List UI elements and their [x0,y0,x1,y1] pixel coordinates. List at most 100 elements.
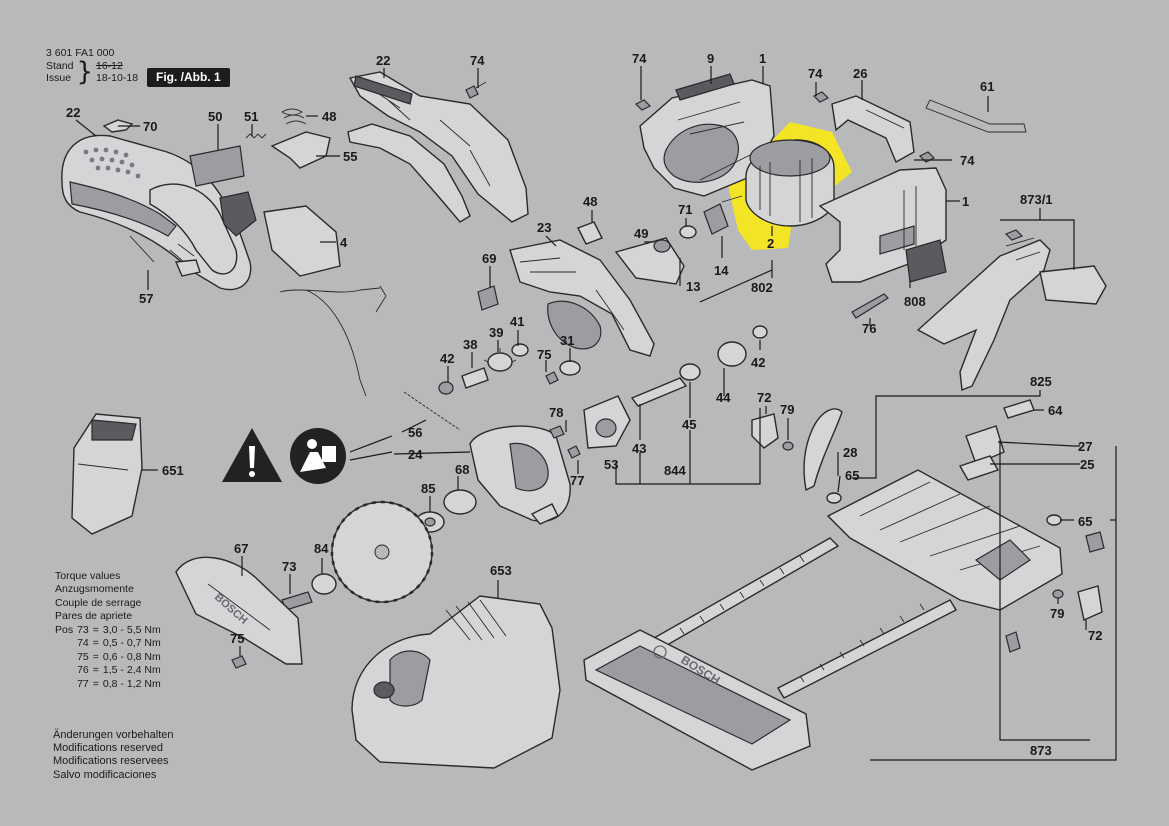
pin-64 [1003,399,1035,419]
pos-number: 77 [77,678,89,690]
washer-65-left [826,492,842,504]
gear-housing [509,239,655,357]
stand-date-old: 16-12 [96,59,123,72]
table-row: Pos 73 = 3,0 - 5,5 Nm [55,624,165,638]
callout: 22 [66,105,80,120]
warning-triangle-icon [222,428,282,482]
callout: 84 [314,541,329,556]
callout: 27 [1078,439,1092,454]
callout: 85 [421,481,435,496]
lever [270,131,331,169]
bushing-48 [577,221,603,245]
callout: 1 [759,51,766,66]
callout: 76 [862,321,876,336]
callout: 75 [230,631,244,646]
charger [351,595,561,769]
pos-number: 76 [77,664,89,677]
torque-value: 0,8 - 1,2 Nm [102,678,161,690]
issue-label: Issue [46,72,72,84]
callout: 802 [751,280,773,295]
battery [71,413,143,535]
ring-68 [443,489,477,515]
screw-base [1005,631,1021,653]
label-808 [905,239,947,283]
switch-cover [189,145,245,187]
torque-line: Anzugsmomente [55,583,134,596]
washer-65-right [1046,514,1062,526]
callout: 651 [162,463,184,478]
motor-housing [639,73,775,197]
bracket-26 [831,95,915,163]
callout: 873/1 [1020,192,1053,207]
callout: 31 [560,333,574,348]
callout: 74 [632,51,647,66]
o-ring-71 [679,225,697,239]
torque-line: Torque values [55,570,121,582]
callout: 14 [714,263,729,278]
callout: 75 [537,347,551,362]
revision-block: Stand Issue } 16-12 18-10-18 [46,59,139,85]
issue-date: 18-10-18 [96,72,139,84]
spring-48 [281,108,307,125]
callout: 42 [440,351,454,366]
washer-79-right [1052,589,1064,599]
stand-label: Stand [46,59,74,72]
pos-number: 73 [77,623,89,636]
callout: 1 [962,194,969,209]
table-row: 74 = 0,5 - 0,7 Nm [55,637,165,651]
torque-value: 3,0 - 5,5 Nm [102,623,161,636]
callout: 9 [707,51,714,66]
plate-49 [614,237,685,285]
drive-gears [438,325,768,407]
pos-label: Pos [55,623,74,636]
plate-25 [958,455,1000,481]
callout: 65 [1078,514,1092,529]
callout: 65 [845,468,859,483]
callout: 77 [570,473,584,488]
pos-number: 74 [77,637,89,650]
callout: 22 [376,53,390,68]
callout: 67 [234,541,248,556]
spring-51 [245,133,267,139]
callout: 64 [1048,403,1063,418]
lower-guard [469,425,571,525]
callout: 44 [716,390,731,405]
callout: 61 [980,79,994,94]
callout: 78 [549,405,563,420]
leader-lines [75,66,1117,761]
torque-line: Pares de apriete [55,610,133,623]
callout: 79 [1050,606,1064,621]
callout: 43 [632,441,646,456]
callout: 25 [1080,457,1094,472]
screw-74-top [465,81,487,99]
callout: 28 [843,445,857,460]
callout: 825 [1030,374,1052,389]
clamp-72-right [1077,585,1103,621]
callout: 653 [490,563,512,578]
callout: 74 [808,66,823,81]
callout: 844 [664,463,686,478]
callout: 73 [282,559,296,574]
callout: 50 [208,109,222,124]
callout: 70 [143,119,157,134]
callout: 45 [682,417,696,432]
callout: 68 [455,462,469,477]
spindle-assembly [549,395,631,459]
upper-housing [347,71,529,223]
callout: 873 [1030,743,1052,758]
callout: 55 [343,149,357,164]
callout: 74 [470,53,485,68]
callout: 38 [463,337,477,352]
handle-housing [61,134,252,291]
callout: 23 [537,220,551,235]
callout: 69 [482,251,496,266]
callout: 49 [634,226,648,241]
read-manual-icon [290,428,346,484]
table-row: 77 = 0,8 - 1,2 Nm [55,678,165,692]
callout: 72 [1088,628,1102,643]
callout: 48 [322,109,336,124]
modifications-line: Änderungen vorbehalten [53,729,174,741]
switch-assembly [219,191,387,397]
riving-knife [803,408,843,492]
